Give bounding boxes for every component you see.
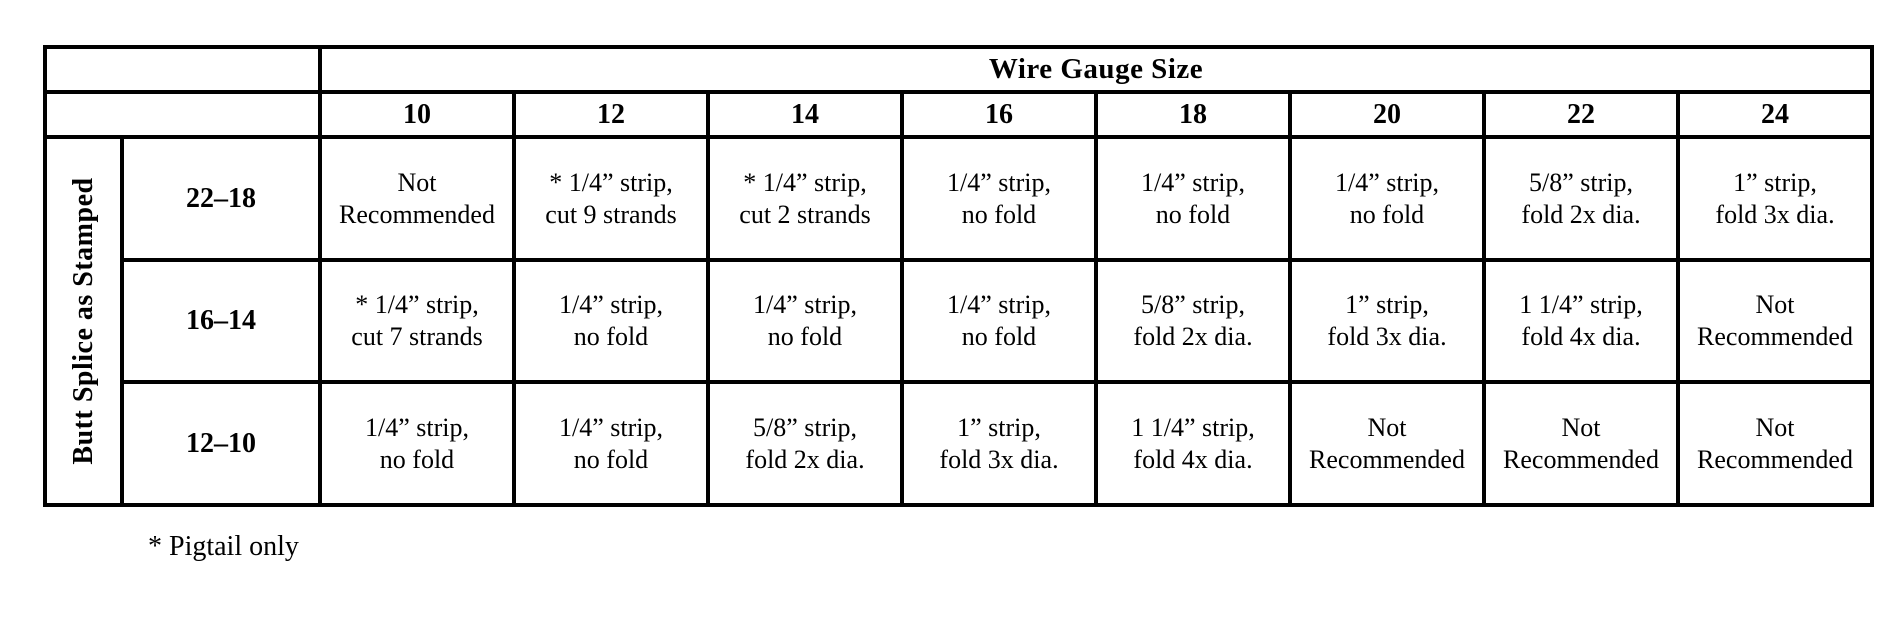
gauge-column-header-18: 18 [1094, 90, 1292, 139]
splice-instruction-cell: Not Recommended [1482, 380, 1680, 507]
splice-instruction-cell: * 1/4” strip, cut 7 strands [318, 258, 516, 384]
gauge-column-header-12: 12 [512, 90, 710, 139]
blank-corner [43, 45, 322, 94]
wire-gauge-size-header: Wire Gauge Size [318, 45, 1874, 94]
splice-instruction-cell: 1/4” strip, no fold [900, 135, 1098, 262]
row-range-label-12-10: 12–10 [120, 380, 322, 507]
splice-instruction-cell: Not Recommended [1676, 258, 1874, 384]
splice-instruction-cell: 5/8” strip, fold 2x dia. [1482, 135, 1680, 262]
splice-instruction-cell: 1/4” strip, no fold [1094, 135, 1292, 262]
gauge-column-header-16: 16 [900, 90, 1098, 139]
gauge-column-header-14: 14 [706, 90, 904, 139]
splice-instruction-cell: 1/4” strip, no fold [900, 258, 1098, 384]
splice-instruction-cell: 1” strip, fold 3x dia. [900, 380, 1098, 507]
splice-instruction-cell: * 1/4” strip, cut 9 strands [512, 135, 710, 262]
gauge-column-header-24: 24 [1676, 90, 1874, 139]
splice-instruction-cell: 1 1/4” strip, fold 4x dia. [1094, 380, 1292, 507]
splice-instruction-cell: 1/4” strip, no fold [512, 380, 710, 507]
row-range-label-22-18: 22–18 [120, 135, 322, 262]
splice-instruction-cell: Not Recommended [1676, 380, 1874, 507]
splice-instruction-cell: 5/8” strip, fold 2x dia. [1094, 258, 1292, 384]
splice-instruction-cell: 1 1/4” strip, fold 4x dia. [1482, 258, 1680, 384]
gauge-column-header-22: 22 [1482, 90, 1680, 139]
blank-corner [43, 90, 322, 139]
splice-instruction-cell: Not Recommended [1288, 380, 1486, 507]
row-range-label-16-14: 16–14 [120, 258, 322, 384]
butt-splice-side-label-cell: Butt Splice as Stamped [43, 135, 124, 507]
pigtail-footnote: * Pigtail only [148, 531, 299, 562]
splice-instruction-cell: 1/4” strip, no fold [318, 380, 516, 507]
splice-instruction-cell: Not Recommended [318, 135, 516, 262]
splice-instruction-cell: 1/4” strip, no fold [512, 258, 710, 384]
wire-gauge-splice-table: Wire Gauge Size 10 12 14 16 18 20 22 24 … [43, 45, 1874, 507]
gauge-column-header-20: 20 [1288, 90, 1486, 139]
splice-instruction-cell: 1/4” strip, no fold [1288, 135, 1486, 262]
splice-instruction-cell: 1” strip, fold 3x dia. [1676, 135, 1874, 262]
splice-instruction-cell: 1” strip, fold 3x dia. [1288, 258, 1486, 384]
splice-instruction-cell: 5/8” strip, fold 2x dia. [706, 380, 904, 507]
splice-instruction-cell: * 1/4” strip, cut 2 strands [706, 135, 904, 262]
gauge-column-header-10: 10 [318, 90, 516, 139]
butt-splice-side-label: Butt Splice as Stamped [67, 177, 99, 465]
splice-instruction-cell: 1/4” strip, no fold [706, 258, 904, 384]
